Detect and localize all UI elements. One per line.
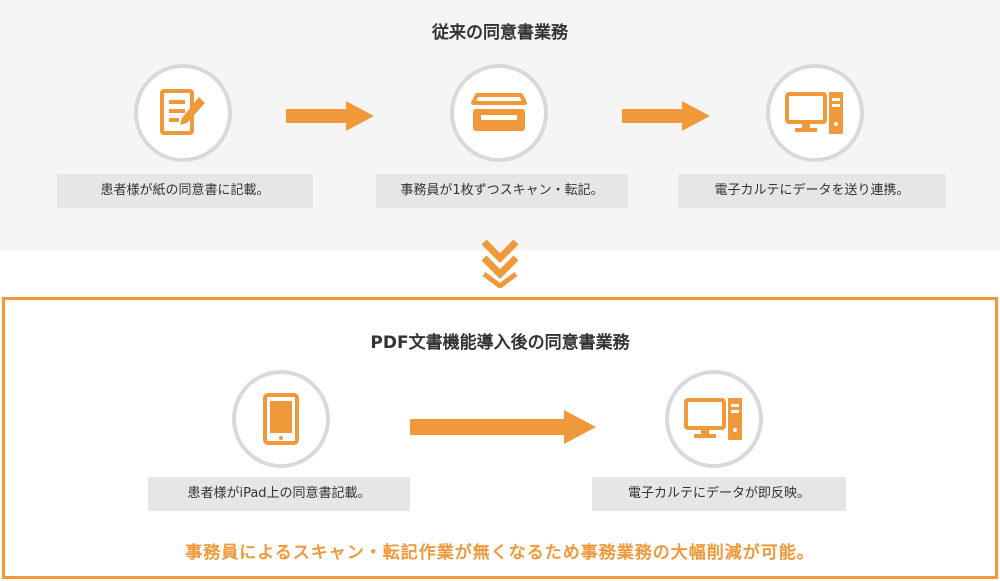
computer-icon xyxy=(785,92,843,134)
after-title: PDF文書機能導入後の同意書業務 xyxy=(370,333,630,353)
after-step-2-circle xyxy=(665,370,763,468)
document-pen-icon xyxy=(160,89,205,135)
arrow-right-icon xyxy=(410,410,596,444)
after-step-2-label: 電子カルテにデータが即反映。 xyxy=(592,477,846,511)
tablet-icon xyxy=(263,393,299,445)
summary-text: 事務員によるスキャン・転記作業が無くなるため事務業務の大幅削減が可能。 xyxy=(185,543,815,563)
before-step-3-circle xyxy=(766,64,864,162)
before-step-1-circle xyxy=(134,64,232,162)
double-chevron-down-icon xyxy=(481,239,519,288)
after-step-1-label: 患者様がiPad上の同意書記載。 xyxy=(148,477,410,511)
before-step-2-circle xyxy=(450,64,548,162)
computer-icon xyxy=(684,398,742,440)
arrow-right-icon xyxy=(622,101,710,131)
after-step-1-circle xyxy=(232,370,330,468)
scanner-icon xyxy=(471,93,527,131)
before-step-1-label: 患者様が紙の同意書に記載。 xyxy=(57,174,313,208)
arrow-right-icon xyxy=(286,101,374,131)
before-step-3-label: 電子カルテにデータを送り連携。 xyxy=(678,174,946,208)
before-step-2-label: 事務員が1枚ずつスキャン・転記。 xyxy=(376,174,628,208)
before-title: 従来の同意書業務 xyxy=(432,23,568,43)
after-panel xyxy=(2,297,998,579)
